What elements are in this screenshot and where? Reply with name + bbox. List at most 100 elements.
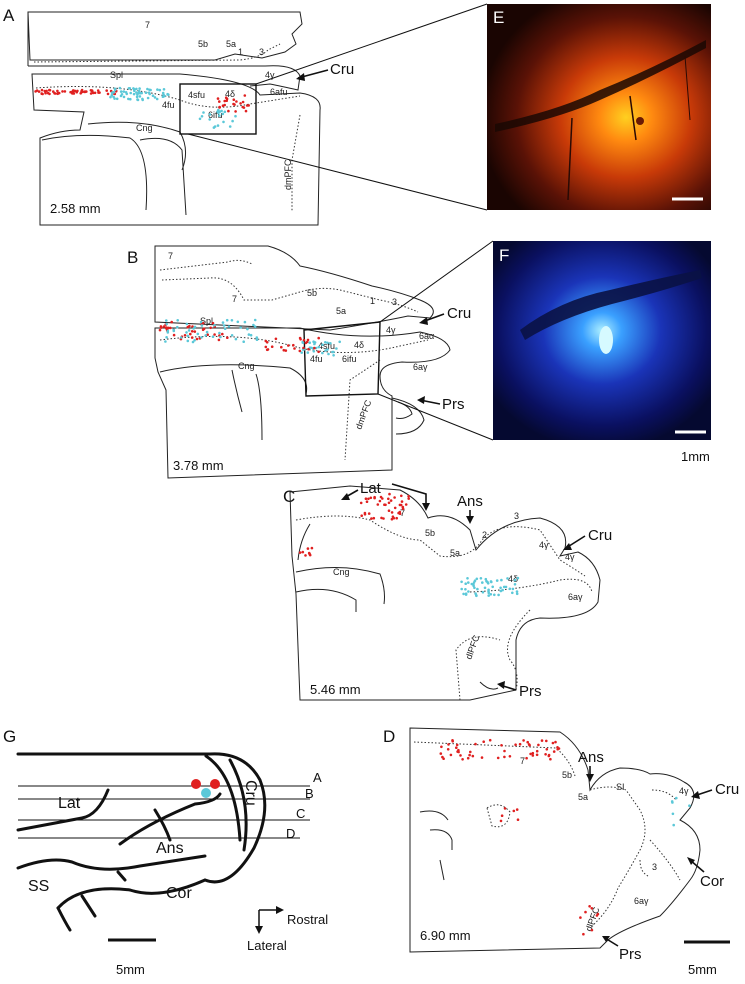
labeled-cell-cyan [200, 324, 204, 327]
labeled-cell-red [363, 513, 367, 516]
labeled-cell-red [522, 739, 525, 742]
labeled-cell-cyan [185, 322, 189, 326]
cor-label-d: Cor [700, 873, 724, 890]
labeled-cell-red [227, 109, 230, 113]
ans-label-c: Ans [457, 493, 483, 510]
labeled-cell-cyan [129, 97, 132, 101]
labeled-cell-red [317, 336, 321, 340]
section-scale-label: 5mm [688, 962, 717, 977]
labeled-cell-cyan [199, 320, 203, 324]
labeled-cell-red [400, 494, 403, 498]
labeled-cell-cyan [306, 351, 310, 354]
labeled-cell-cyan [253, 325, 257, 329]
labeled-cell-cyan [193, 325, 197, 329]
labeled-cell-cyan [187, 329, 191, 332]
labeled-cell-cyan [329, 342, 332, 345]
labeled-cell-red [40, 88, 44, 92]
area-label: 7 [145, 20, 150, 30]
labeled-cell-red [372, 516, 376, 520]
labeled-cell-cyan [129, 91, 132, 95]
labeled-cell-red [307, 551, 311, 555]
labeled-cell-cyan [230, 319, 234, 322]
labeled-cell-red [298, 349, 302, 353]
panel-a-section-outline [27, 11, 303, 61]
lat-label-c: Lat [360, 480, 382, 497]
area-label: 1 [370, 296, 375, 306]
lat-label-g: Lat [58, 795, 81, 812]
labeled-cell-cyan [162, 88, 166, 91]
labeled-cell-red [287, 344, 290, 347]
labeled-cell-red [216, 97, 220, 100]
labeled-cell-cyan [464, 593, 468, 596]
labeled-cell-red [235, 100, 238, 103]
labeled-cell-cyan [326, 348, 329, 351]
labeled-cell-cyan [515, 592, 519, 596]
labeled-cell-red [455, 746, 458, 749]
area-label: Cng [136, 123, 153, 133]
labeled-cell-cyan [128, 87, 132, 90]
labeled-cell-red [72, 92, 76, 95]
labeled-cell-red [298, 551, 302, 554]
lateral-label: Lateral [247, 938, 287, 953]
labeled-cell-red [213, 333, 216, 336]
labeled-cell-cyan [321, 351, 324, 355]
labeled-cell-cyan [158, 88, 162, 92]
labeled-cell-cyan [138, 92, 142, 95]
labeled-cell-red [265, 341, 269, 344]
area-label: 5b [562, 770, 572, 780]
labeled-cell-red [169, 326, 172, 330]
panel-f: F 1mm [493, 241, 711, 464]
labeled-cell-cyan [216, 124, 220, 127]
cor-label-g: Cor [166, 885, 192, 902]
panel-b: B 7 7 5b 5a 1 3 4γ 4δ 4sfu 4fu 6ifu 6aα … [127, 240, 494, 479]
labeled-cell-red [360, 514, 364, 517]
labeled-cell-red [389, 499, 393, 502]
labeled-cell-cyan [202, 111, 205, 114]
labeled-cell-red [499, 819, 503, 823]
area-label: 4γ [565, 552, 575, 562]
labeled-cell-cyan [487, 594, 491, 597]
labeled-cell-red [223, 99, 226, 103]
labeled-cell-red [480, 756, 484, 759]
labeled-cell-cyan [495, 579, 499, 582]
panel-letter-g: G [3, 727, 16, 746]
labeled-cell-cyan [234, 337, 238, 341]
labeled-cell-cyan [223, 110, 227, 114]
labeled-cell-cyan [208, 118, 211, 121]
section-line-label: A [313, 770, 322, 785]
labeled-cell-cyan [300, 351, 304, 354]
labeled-cell-red [79, 92, 82, 95]
labeled-cell-red [264, 345, 268, 349]
labeled-cell-cyan [135, 87, 138, 91]
labeled-cell-cyan [230, 334, 234, 337]
area-label: 4sfu [188, 90, 205, 100]
labeled-cell-red [447, 743, 450, 746]
labeled-cell-cyan [335, 347, 338, 350]
labeled-cell-red [373, 496, 376, 500]
labeled-cell-red [535, 749, 539, 753]
labeled-cell-red [514, 743, 517, 746]
panel-a: A 7 5b 5a 1 3 4γ 4δ 4sfu 4fu 6ifu 6afu S… [3, 3, 488, 226]
labeled-cell-cyan [156, 88, 159, 91]
labeled-cell-red [193, 330, 197, 333]
labeled-cell-cyan [475, 577, 479, 581]
labeled-cell-cyan [112, 95, 115, 99]
labeled-cell-red [280, 345, 283, 349]
ans-label-g: Ans [156, 840, 184, 857]
labeled-cell-red [365, 500, 369, 504]
labeled-cell-red [381, 497, 384, 500]
labeled-cell-cyan [196, 332, 200, 336]
labeled-cell-red [551, 741, 555, 745]
labeled-cell-red [274, 337, 278, 341]
area-label: Spl [200, 316, 213, 326]
labeled-cell-red [439, 752, 443, 755]
area-label: 4sfu [318, 341, 335, 351]
labeled-cell-cyan [198, 117, 202, 121]
labeled-cell-cyan [497, 593, 500, 597]
labeled-cell-cyan [326, 341, 329, 345]
area-label: 7 [168, 251, 173, 261]
labeled-cell-red [531, 751, 535, 755]
labeled-cell-cyan [249, 333, 253, 337]
labeled-cell-red [503, 807, 507, 810]
